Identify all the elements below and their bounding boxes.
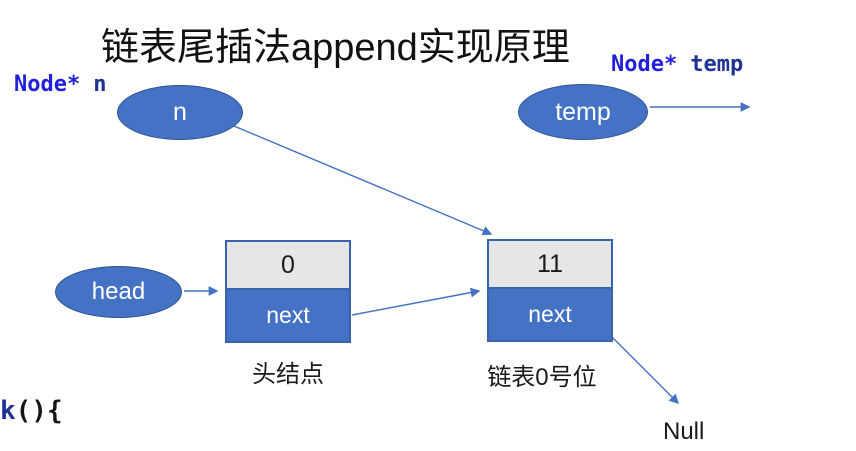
- code-snippet-braces: (){: [15, 396, 63, 426]
- arrow-n-to-node2: [233, 125, 493, 236]
- code-type-n: Node*: [14, 72, 81, 97]
- code-snippet-keyword: k: [0, 396, 16, 426]
- list-node-0: 11 next: [487, 239, 613, 342]
- code-label-node-temp: Node* temp: [611, 52, 743, 77]
- pointer-ellipse-temp-label: temp: [555, 97, 611, 126]
- arrow-node1-next-to-node2: [351, 287, 481, 316]
- node-next-cell: next: [227, 290, 349, 341]
- node-value-cell: 11: [489, 241, 611, 289]
- page-title: 链表尾插法append实现原理: [101, 27, 570, 69]
- null-label: Null: [663, 418, 705, 445]
- pointer-ellipse-head-label: head: [91, 278, 146, 305]
- code-label-node-n: Node* n: [14, 72, 106, 97]
- code-var-temp: temp: [690, 52, 744, 77]
- node-caption-0: 链表0号位: [487, 364, 597, 391]
- node-caption-head: 头结点: [252, 361, 324, 388]
- node-value-cell: 0: [227, 242, 349, 290]
- list-node-head: 0 next: [225, 240, 351, 343]
- pointer-ellipse-temp: temp: [518, 84, 648, 140]
- code-snippet-clipped: k(){: [0, 396, 63, 426]
- pointer-ellipse-head: head: [55, 266, 182, 318]
- pointer-ellipse-n: n: [117, 85, 243, 140]
- node-next-cell: next: [489, 289, 611, 340]
- code-var-n: n: [93, 72, 107, 97]
- pointer-ellipse-n-label: n: [173, 98, 187, 126]
- code-type-temp: Node*: [611, 52, 678, 77]
